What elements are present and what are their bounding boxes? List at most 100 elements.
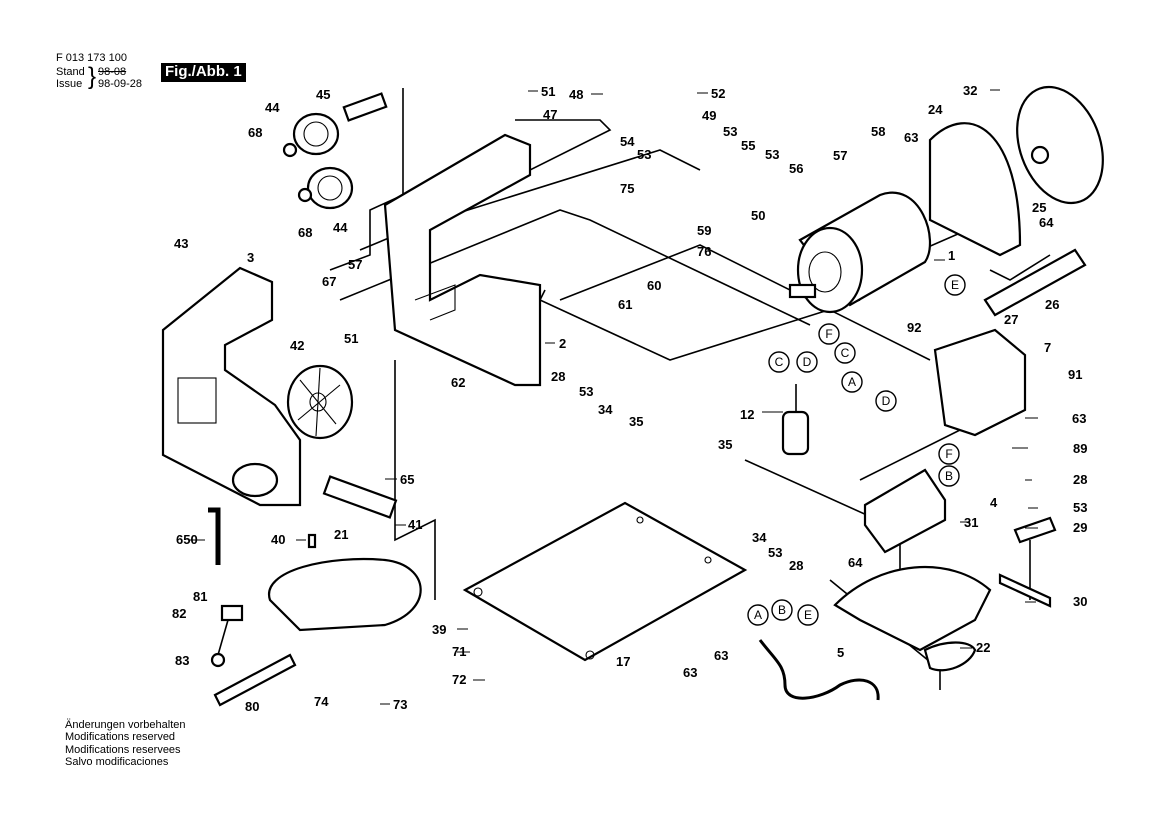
- wire-marker-C: C: [768, 351, 790, 373]
- part-label-92: 92: [907, 320, 921, 335]
- part-label-53: 53: [765, 147, 779, 162]
- svg-text:D: D: [803, 355, 812, 369]
- part-label-43: 43: [174, 236, 188, 251]
- part-label-7: 7: [1044, 340, 1051, 355]
- wire-marker-B: B: [938, 465, 960, 487]
- issue-label: Issue: [56, 78, 83, 90]
- motor: [788, 191, 932, 314]
- part-label-21: 21: [334, 527, 348, 542]
- part-label-63: 63: [1072, 411, 1086, 426]
- leader-lines: [190, 89, 1038, 705]
- tool-rest-table: [833, 565, 992, 672]
- part-label-2: 2: [559, 336, 566, 351]
- document-number: F 013 173 100: [56, 52, 127, 64]
- part-label-28: 28: [789, 558, 803, 573]
- part-label-26: 26: [1045, 297, 1059, 312]
- part-label-42: 42: [290, 338, 304, 353]
- crank-handle: [210, 604, 297, 707]
- footer-line-german: Änderungen vorbehalten: [65, 719, 186, 731]
- part-label-24: 24: [928, 102, 943, 117]
- part-label-54: 54: [620, 134, 635, 149]
- switch-housing: [933, 328, 1027, 437]
- roller-parts: [282, 92, 388, 210]
- part-label-80: 80: [245, 699, 259, 714]
- part-label-52: 52: [711, 86, 725, 101]
- part-label-53: 53: [579, 384, 593, 399]
- wire-marker-F: F: [818, 323, 840, 345]
- part-label-72: 72: [452, 672, 466, 687]
- part-label-63: 63: [683, 665, 697, 680]
- svg-text:F: F: [945, 447, 952, 461]
- tool-rest: [863, 468, 947, 554]
- wire-marker-B: B: [771, 599, 793, 621]
- wire-marker-F: F: [938, 443, 960, 465]
- part-label-91: 91: [1068, 367, 1082, 382]
- part-label-67: 67: [322, 274, 336, 289]
- part-label-30: 30: [1073, 594, 1087, 609]
- svg-text:D: D: [882, 394, 891, 408]
- angle-bracket: [998, 516, 1057, 608]
- table-disc: [267, 475, 422, 632]
- part-label-28: 28: [1073, 472, 1087, 487]
- part-label-74: 74: [314, 694, 329, 709]
- part-label-83: 83: [175, 653, 189, 668]
- figure-badge: Fig./Abb. 1: [161, 63, 246, 82]
- part-label-55: 55: [741, 138, 755, 153]
- part-label-25: 25: [1032, 200, 1046, 215]
- footer-notes: Änderungen vorbehalten Modifications res…: [65, 719, 185, 768]
- pulley-wheel: [286, 364, 354, 440]
- svg-text:B: B: [945, 469, 953, 483]
- svg-text:B: B: [778, 603, 786, 617]
- wire-markers: E F C A D C D F B A B E: [747, 274, 966, 626]
- part-label-53: 53: [1073, 500, 1087, 515]
- power-cable: [758, 639, 880, 701]
- side-cover-panel: [161, 266, 302, 507]
- part-label-68: 68: [248, 125, 262, 140]
- part-label-1: 1: [948, 248, 955, 263]
- capacitor: [781, 384, 810, 456]
- part-label-35: 35: [629, 414, 643, 429]
- part-label-64: 64: [848, 555, 863, 570]
- footer-line-spanish: Salvo modificaciones: [65, 755, 169, 768]
- part-label-89: 89: [1073, 441, 1087, 456]
- main-frame: [383, 133, 542, 387]
- part-label-73: 73: [393, 697, 407, 712]
- part-label-28: 28: [551, 369, 565, 384]
- part-label-650: 650: [176, 532, 198, 547]
- part-label-68: 68: [298, 225, 312, 240]
- part-label-76: 76: [697, 244, 711, 259]
- hex-key: [208, 507, 221, 565]
- part-label-41: 41: [408, 517, 422, 532]
- date-brace: }: [88, 63, 97, 90]
- part-label-44: 44: [333, 220, 348, 235]
- part-label-44: 44: [265, 100, 280, 115]
- part-label-75: 75: [620, 181, 634, 196]
- part-label-34: 34: [752, 530, 767, 545]
- part-label-63: 63: [904, 130, 918, 145]
- part-label-31: 31: [964, 515, 978, 530]
- wire-marker-A: A: [841, 371, 863, 393]
- part-label-35: 35: [718, 437, 732, 452]
- part-label-48: 48: [569, 87, 583, 102]
- part-label-62: 62: [451, 375, 465, 390]
- part-label-22: 22: [976, 640, 990, 655]
- wire-marker-C: C: [834, 342, 856, 364]
- part-label-82: 82: [172, 606, 186, 621]
- part-number-labels: 51 48 52 45 44 68 47 54 53 49 53 55 53 5…: [172, 83, 1087, 714]
- wire-marker-E: E: [797, 604, 819, 626]
- part-label-53: 53: [768, 545, 782, 560]
- part-label-39: 39: [432, 622, 446, 637]
- stand-date-struck: 98-08: [98, 66, 127, 78]
- part-label-17: 17: [616, 654, 630, 669]
- part-label-53: 53: [637, 147, 651, 162]
- part-label-45: 45: [316, 87, 330, 102]
- part-label-71: 71: [452, 644, 466, 659]
- part-label-50: 50: [751, 208, 765, 223]
- part-label-49: 49: [702, 108, 716, 123]
- svg-text:C: C: [775, 355, 784, 369]
- part-label-51: 51: [541, 84, 555, 99]
- svg-text:A: A: [754, 608, 762, 622]
- part-label-58: 58: [871, 124, 885, 139]
- part-label-60: 60: [647, 278, 661, 293]
